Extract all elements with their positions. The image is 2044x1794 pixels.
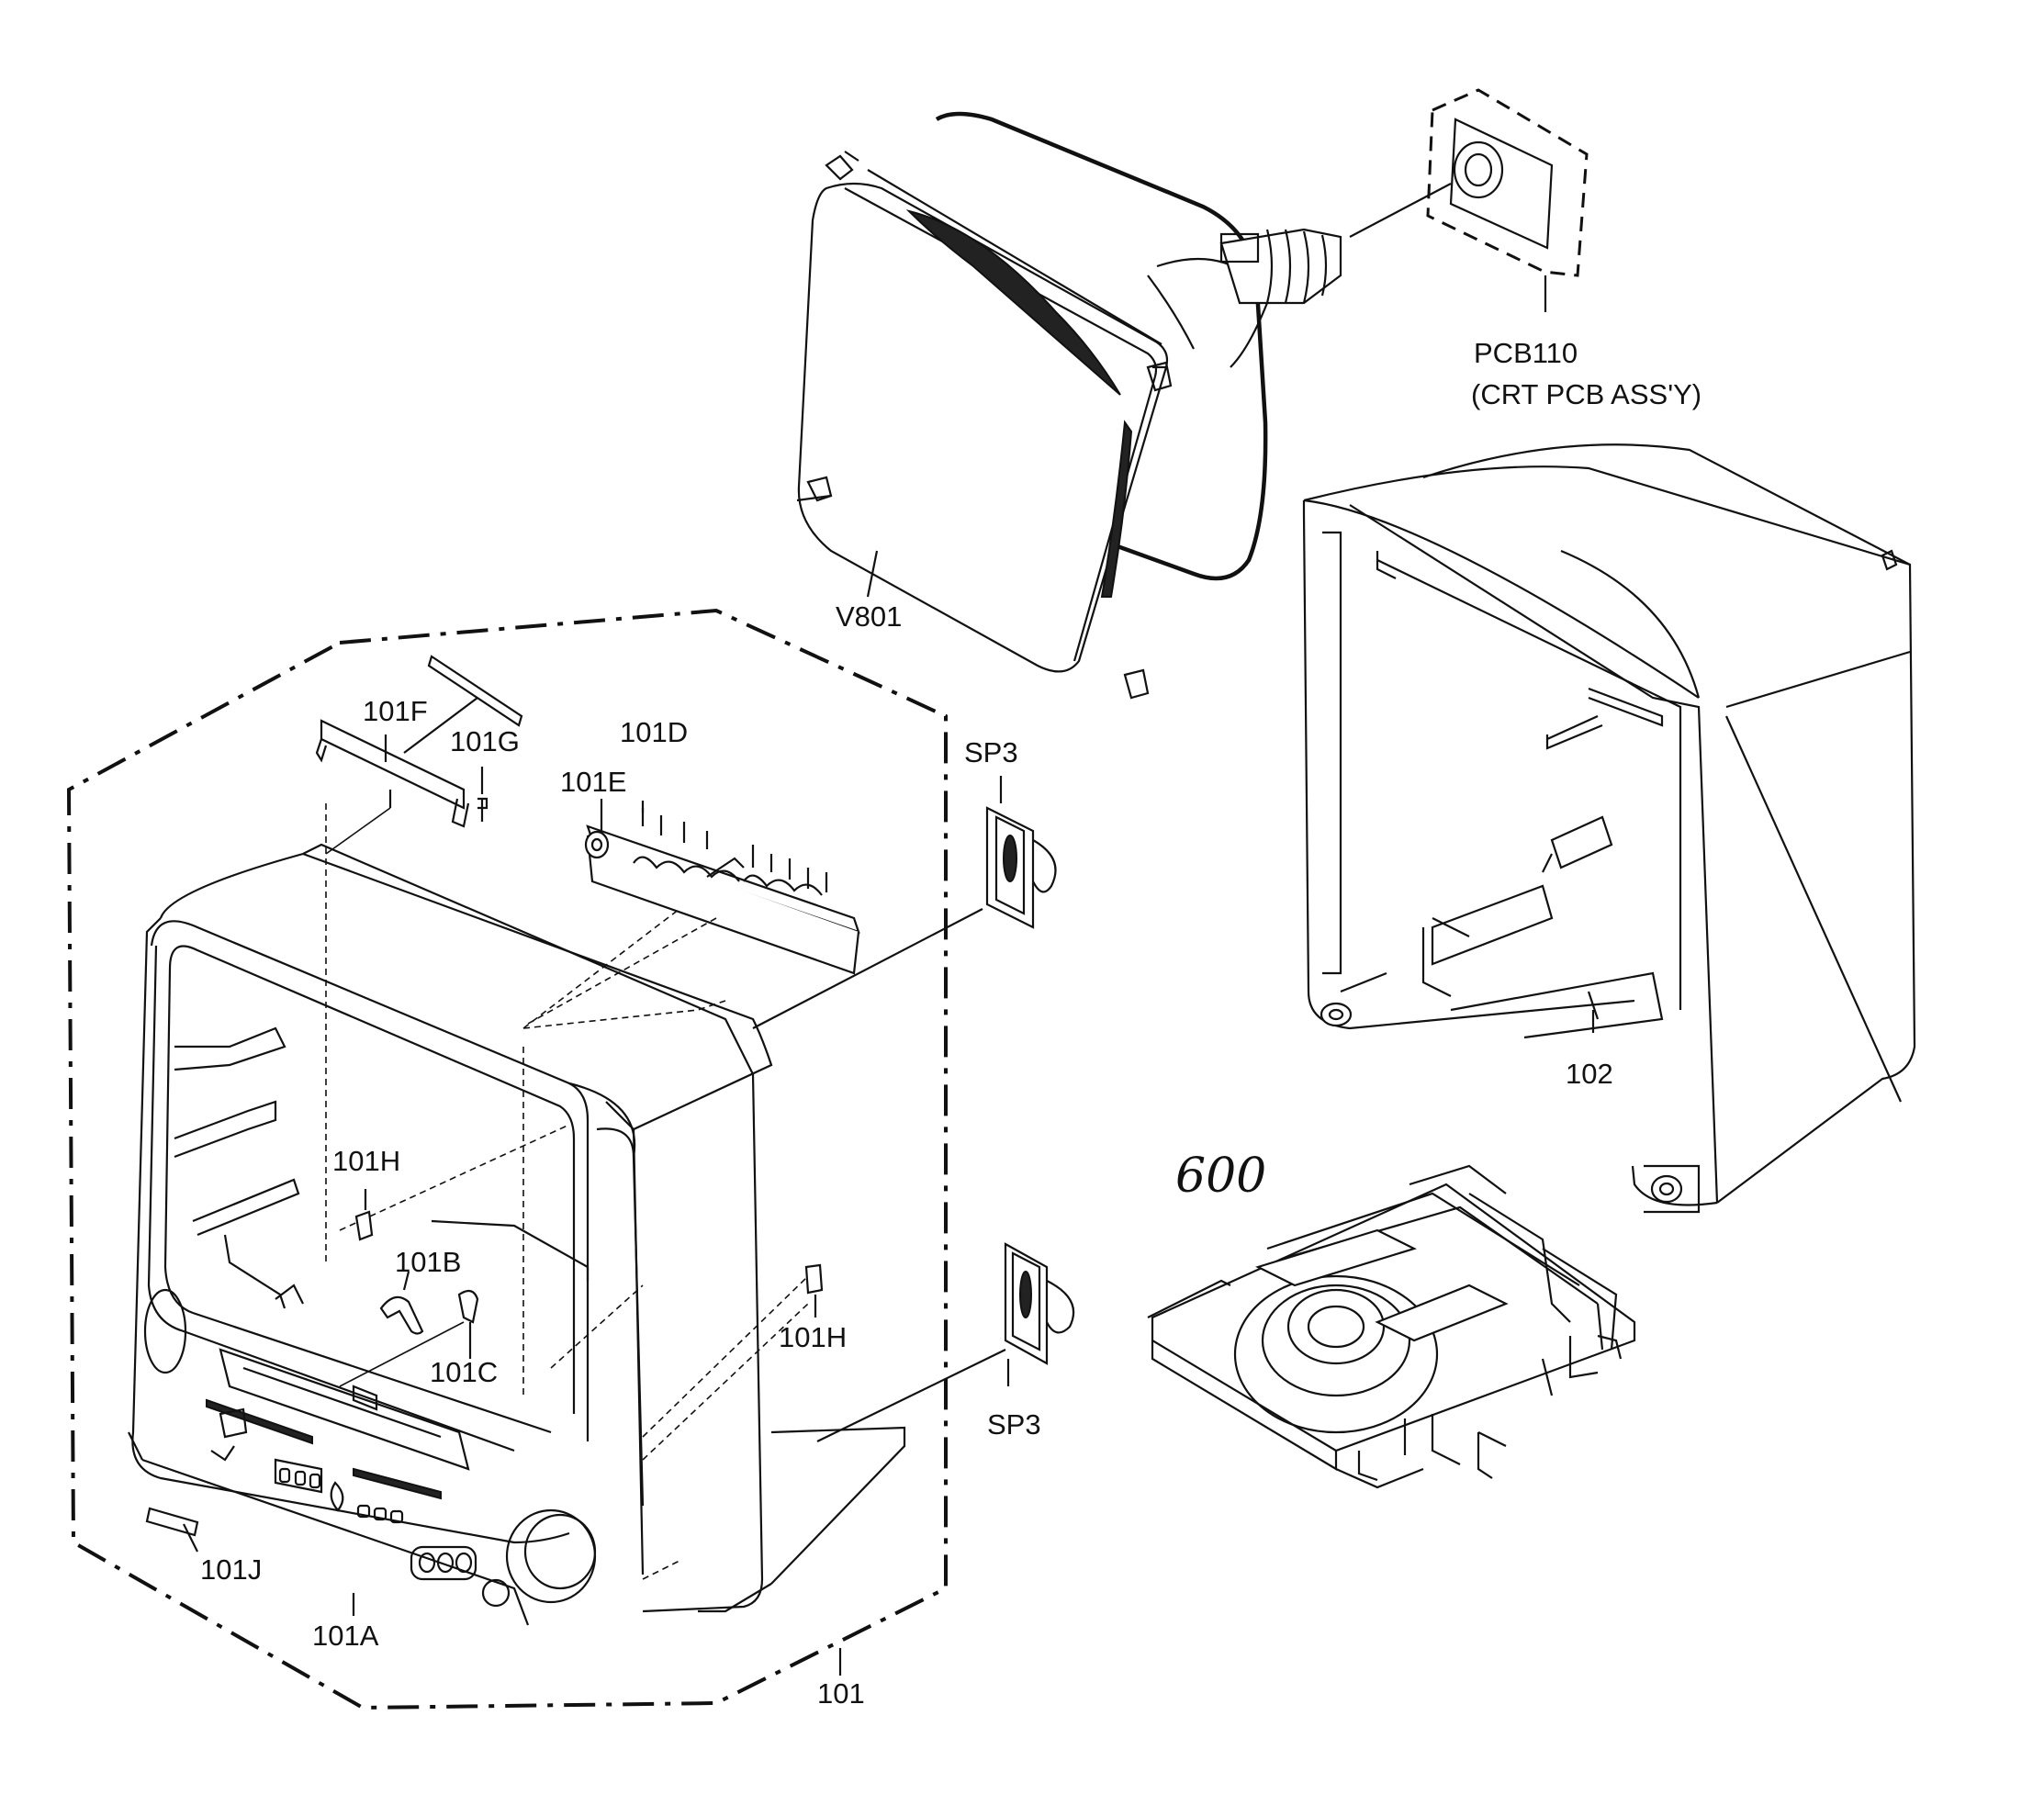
label-pcb110: PCB110 [1474, 337, 1578, 369]
label-101j: 101J [200, 1553, 262, 1586]
label-pcb110-desc: (CRT PCB ASS'Y) [1471, 378, 1701, 410]
label-102: 102 [1566, 1058, 1613, 1090]
front-cabinet-icon [128, 803, 906, 1626]
rear-cabinet-icon [1302, 443, 1916, 1214]
dvd-loader-icon [1147, 1164, 1636, 1489]
crt-pcb-icon [1349, 88, 1589, 312]
speaker-icon-bottom [816, 1242, 1075, 1442]
bracket-101f-icon [315, 655, 523, 855]
control-pcb-101d-icon [527, 799, 860, 1025]
front-cabinet-group-boundary [66, 608, 948, 1710]
label-sp3-top: SP3 [964, 736, 1018, 768]
label-101a: 101A [312, 1620, 379, 1652]
label-101d: 101D [620, 716, 688, 748]
label-600-handwritten: 600 [1175, 1149, 1266, 1204]
label-101b: 101B [395, 1246, 461, 1278]
speaker-icon-top [752, 776, 1057, 1029]
spring-101b-icon [379, 1271, 424, 1335]
label-101f: 101F [363, 695, 428, 727]
label-101e: 101E [560, 766, 626, 798]
label-101c: 101C [430, 1356, 498, 1388]
label-101h-right: 101H [779, 1321, 847, 1353]
leader-101j [183, 1523, 198, 1553]
crt-tube-icon [796, 111, 1342, 700]
label-101: 101 [817, 1677, 865, 1710]
label-v801: V801 [836, 600, 902, 633]
clip-101h-left-icon [354, 1189, 374, 1241]
clip-101h-right-icon [804, 1263, 824, 1317]
label-101g: 101G [450, 725, 520, 757]
label-sp3-bottom: SP3 [987, 1408, 1041, 1441]
lever-101c-icon [339, 1289, 479, 1387]
label-101h-left: 101H [332, 1145, 400, 1177]
